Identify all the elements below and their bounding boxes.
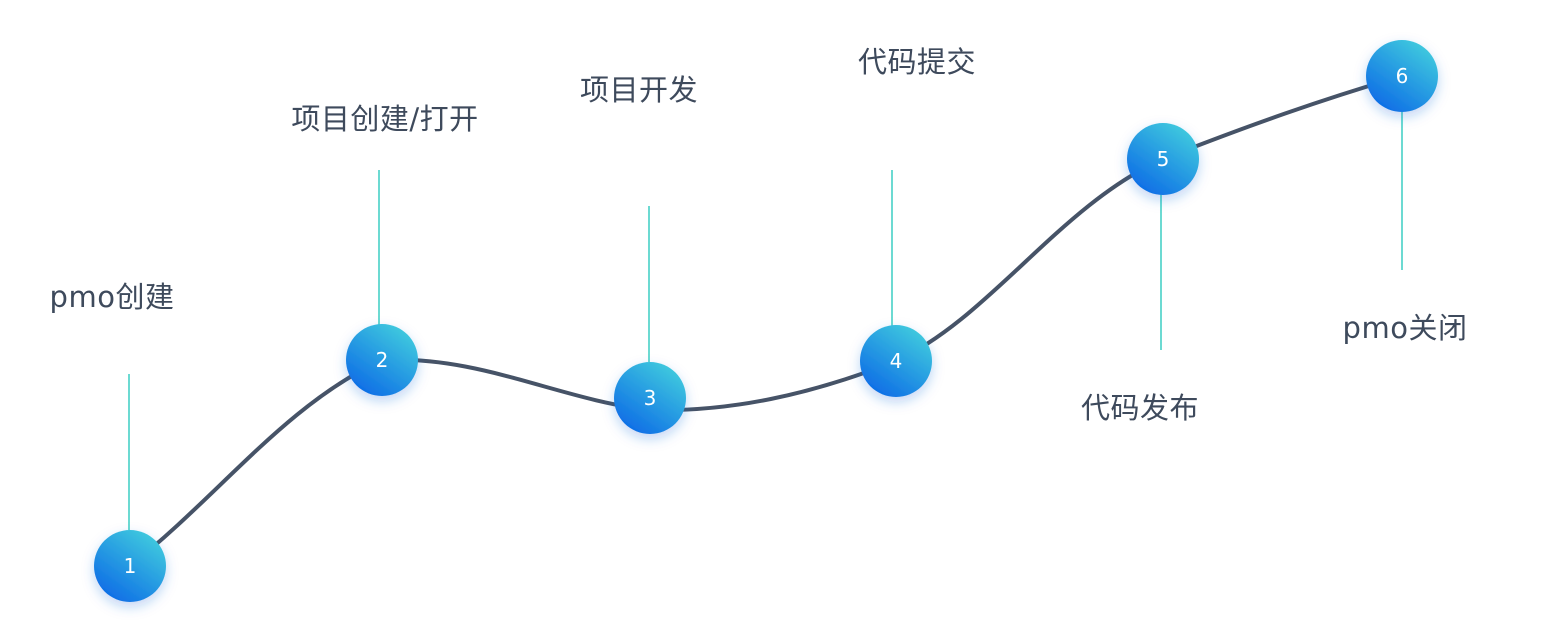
step-node-2	[346, 324, 418, 396]
step-label-3: 项目开发	[579, 73, 699, 107]
step-label-2: 项目创建/打开	[291, 102, 479, 136]
flow-curve	[128, 74, 1404, 568]
step-node-3	[614, 362, 686, 434]
step-label-4: 代码提交	[857, 45, 977, 79]
step-number-5: 5	[1157, 147, 1170, 171]
step-number-4: 4	[890, 349, 903, 373]
step-label-1: pmo创建	[49, 280, 175, 314]
step-node-4	[860, 325, 932, 397]
step-number-2: 2	[376, 348, 389, 372]
step-number-6: 6	[1396, 64, 1409, 88]
step-number-3: 3	[644, 386, 657, 410]
step-node-1	[94, 530, 166, 602]
step-label-5: 代码发布	[1080, 391, 1200, 425]
step-label-6: pmo关闭	[1342, 311, 1468, 345]
step-number-1: 1	[124, 554, 137, 578]
step-node-6	[1366, 40, 1438, 112]
step-node-5	[1127, 123, 1199, 195]
